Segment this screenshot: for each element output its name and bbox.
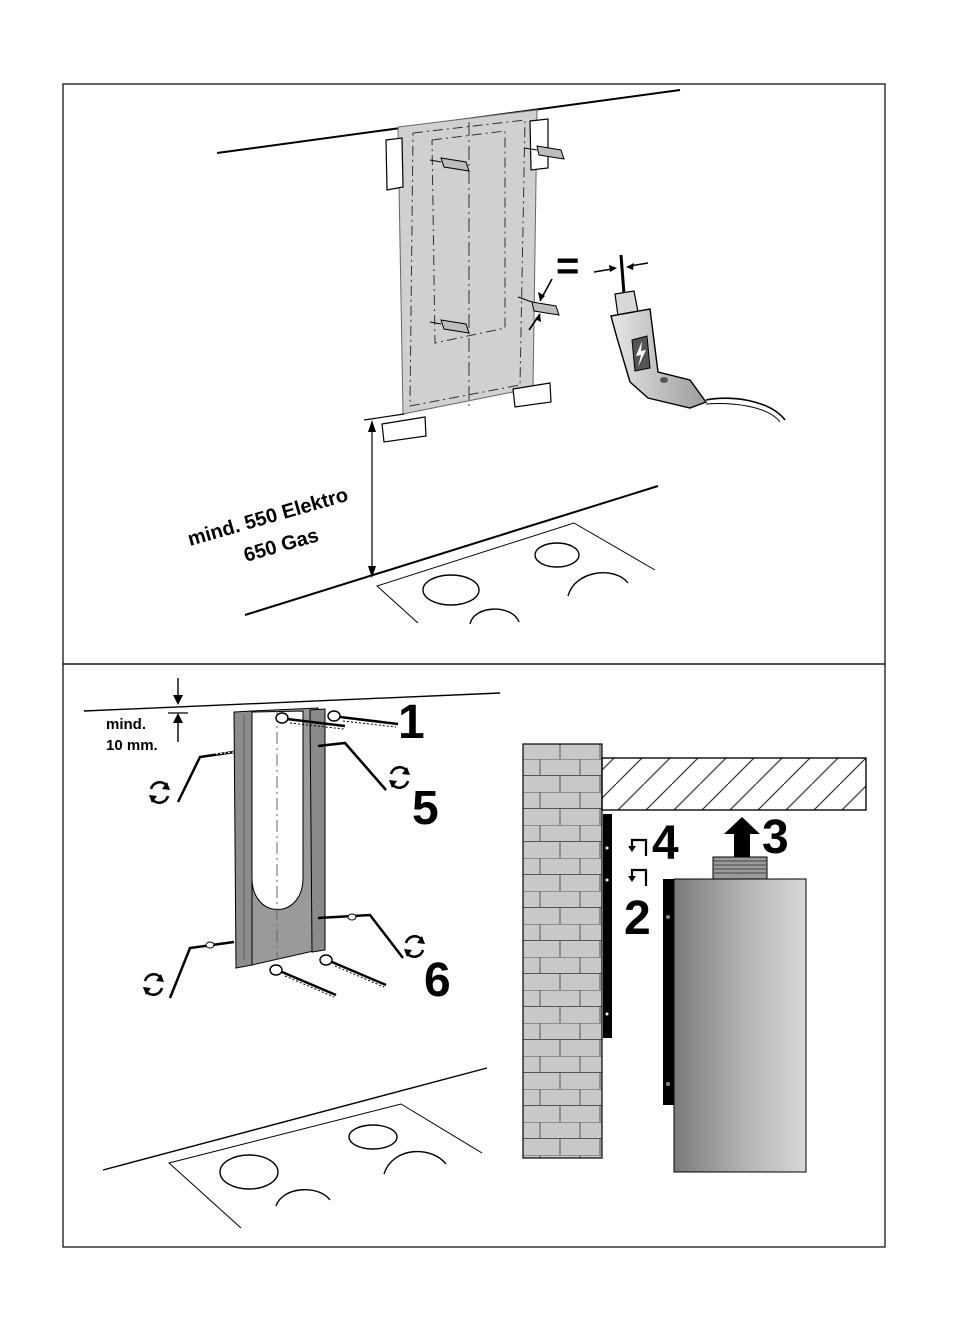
hood-collar — [713, 857, 767, 879]
screw-icon — [270, 965, 336, 997]
hob-burner — [349, 1125, 397, 1149]
hob-outline — [169, 1104, 482, 1228]
step-number-5: 5 — [412, 782, 439, 835]
hob-burner — [384, 1152, 446, 1174]
washer-icon — [320, 955, 332, 965]
hood-body — [674, 879, 806, 1172]
step-number-2: 2 — [624, 892, 651, 945]
rotate-arrows-icon — [389, 767, 410, 788]
clearance-label-line2: 10 mm. — [106, 737, 158, 754]
screw-icon — [320, 955, 386, 987]
washer-icon — [276, 713, 288, 723]
hood-bracket-profile — [663, 879, 674, 1105]
side-screw-lower-left — [170, 942, 234, 998]
height-dimension-top-tick — [364, 414, 404, 420]
step-number-6: 6 — [424, 954, 451, 1007]
mounting-bracket — [234, 708, 325, 968]
equals-sign: = — [556, 244, 579, 288]
worktop-edge — [103, 1068, 487, 1170]
paper-tape-icon — [530, 119, 548, 170]
arrow-head — [173, 695, 183, 705]
rotate-arrows-icon — [404, 936, 425, 957]
drilling-template — [398, 110, 537, 414]
rotate-arrows-icon — [149, 782, 170, 803]
arrow-head — [368, 420, 376, 432]
arrow-up-icon — [724, 817, 760, 857]
washer-icon — [328, 711, 340, 721]
ceiling-section — [602, 758, 866, 810]
step-number-3: 3 — [762, 811, 789, 864]
paper-tape-icon — [386, 138, 403, 190]
step-number-4: 4 — [652, 817, 679, 870]
ceiling-line — [84, 693, 500, 711]
clearance-label-line1: mind. — [106, 716, 146, 733]
rotate-arrows-icon — [143, 974, 164, 995]
step-number-1: 1 — [398, 696, 425, 749]
arrow-head — [626, 263, 634, 270]
hob-burner — [470, 609, 519, 624]
drill-bit-arrow — [594, 269, 612, 272]
paper-tape-icon — [382, 417, 426, 442]
washer-icon — [270, 965, 282, 975]
hook-arrow-icon — [628, 870, 646, 886]
hob-burner — [220, 1155, 278, 1189]
arrow-head — [173, 713, 183, 723]
brick-wall-icon — [523, 744, 602, 1158]
hob-burner — [423, 575, 479, 605]
panel-2-right: 4 3 2 — [523, 744, 866, 1172]
drill-icon — [611, 255, 785, 422]
hob-burner — [535, 543, 579, 567]
side-screw-lower-right — [318, 914, 403, 958]
side-screw-upper-right — [318, 743, 386, 790]
side-screw-upper-left — [178, 752, 234, 802]
panel-1: = mind. 550 Elektro 650 Gas — [185, 90, 785, 624]
panel-2-left: mind. 10 mm. — [84, 678, 500, 1228]
hook-arrow-icon — [628, 840, 646, 856]
arrow-head — [609, 265, 617, 272]
hob-burner — [276, 1190, 330, 1206]
hob-outline — [377, 523, 655, 623]
hob-burner — [568, 573, 628, 596]
